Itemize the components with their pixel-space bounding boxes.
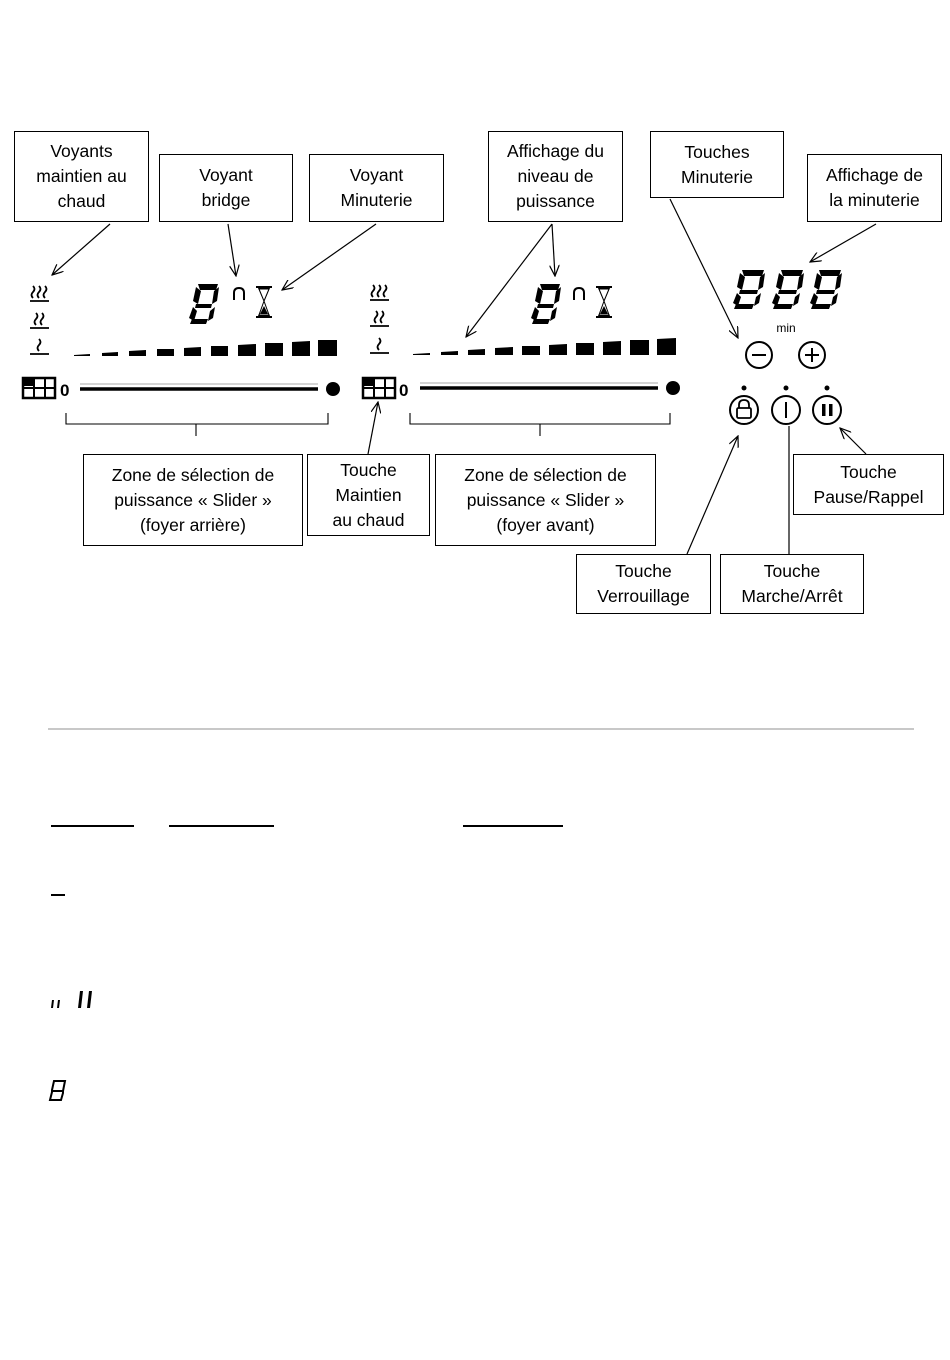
label-touches-minuterie: Touches Minuterie	[650, 131, 784, 198]
arrow-voyants-maintien	[52, 223, 111, 275]
label-touche-marche-arret: Touche Marche/Arrêt	[720, 554, 864, 614]
brace-slider-avant	[409, 413, 671, 436]
arrow-voyant-minuterie	[282, 223, 377, 290]
slider-front[interactable]	[420, 381, 680, 395]
steam-icon-2-front	[370, 310, 389, 327]
keep-warm-button-front[interactable]	[361, 376, 397, 400]
leader-arrows	[52, 198, 877, 555]
label-voyant-bridge: Voyant bridge	[159, 154, 293, 222]
lock-button[interactable]	[729, 395, 759, 425]
slider-rear[interactable]	[80, 382, 340, 396]
arrow-niveau-to-digit	[552, 223, 555, 276]
timer-digit-3	[810, 270, 842, 309]
label-zone-slider-arriere: Zone de sélection de puissance « Slider …	[83, 454, 303, 546]
keep-warm-button-rear[interactable]	[21, 376, 57, 400]
pause-indicator-dot	[824, 385, 830, 391]
pause-icon	[822, 404, 833, 416]
arrow-affichage-minuterie	[810, 223, 877, 262]
label-touche-pause-rappel: Touche Pause/Rappel	[793, 454, 944, 515]
slider-max-dot-front[interactable]	[666, 381, 680, 395]
label-affichage-niveau-puissance: Affichage du niveau de puissance	[488, 131, 623, 222]
slider-zero-front: 0	[399, 381, 408, 400]
timer-display	[733, 270, 842, 309]
power-digit-rear	[189, 284, 219, 324]
underline-1	[51, 825, 134, 827]
timer-unit-label: min	[776, 321, 795, 335]
label-voyant-minuterie: Voyant Minuterie	[309, 154, 444, 222]
power-indicator-dot	[783, 385, 789, 391]
timer-plus-button[interactable]	[798, 341, 826, 369]
steam-icon-1-front	[370, 337, 389, 354]
label-touche-verrouillage: Touche Verrouillage	[576, 554, 711, 614]
slider-zero-rear: 0	[60, 381, 69, 400]
arrow-touche-verrouillage	[686, 436, 738, 555]
label-zone-slider-avant: Zone de sélection de puissance « Slider …	[435, 454, 656, 546]
timer-minus-button[interactable]	[745, 341, 773, 369]
brace-slider-arriere	[65, 413, 329, 436]
steam-icon-3-front	[370, 284, 389, 301]
plus-icon	[805, 348, 819, 362]
hourglass-icon	[256, 286, 272, 318]
power-digit-front	[531, 284, 561, 324]
label-affichage-minuterie: Affichage de la minuterie	[807, 154, 942, 222]
steam-icon-2	[30, 312, 49, 329]
display-bars-glyph	[51, 991, 92, 1008]
display-dash-glyph	[51, 894, 65, 896]
arrow-niveau-to-bargraph	[466, 223, 553, 337]
steam-icon-1	[30, 338, 49, 355]
power-bargraph-rear	[74, 340, 337, 356]
power-bargraph-front	[413, 338, 676, 355]
control-panel-diagram: 0	[21, 198, 877, 555]
arrow-touches-minuterie	[669, 198, 738, 338]
section-separator	[48, 728, 914, 730]
timer-digit-1	[733, 270, 765, 309]
lock-indicator-dot	[741, 385, 747, 391]
arrow-touche-maintien	[367, 402, 378, 455]
slider-max-dot-rear[interactable]	[326, 382, 340, 396]
padlock-icon	[736, 399, 752, 419]
label-voyants-maintien-au-chaud: Voyants maintien au chaud	[14, 131, 149, 222]
pause-button[interactable]	[812, 395, 842, 425]
label-touche-maintien-au-chaud: Touche Maintien au chaud	[307, 454, 430, 536]
arrow-touche-pause	[840, 428, 867, 455]
bridge-icon	[233, 286, 245, 300]
arrow-voyant-bridge	[227, 223, 236, 276]
steam-icon-3	[30, 285, 49, 302]
hourglass-icon-front	[596, 286, 612, 318]
underline-3	[463, 825, 563, 827]
display-eight-glyph	[48, 1080, 67, 1101]
timer-digit-2	[772, 270, 804, 309]
underline-2	[169, 825, 274, 827]
power-button[interactable]	[771, 395, 801, 425]
bridge-icon-front	[573, 286, 585, 300]
